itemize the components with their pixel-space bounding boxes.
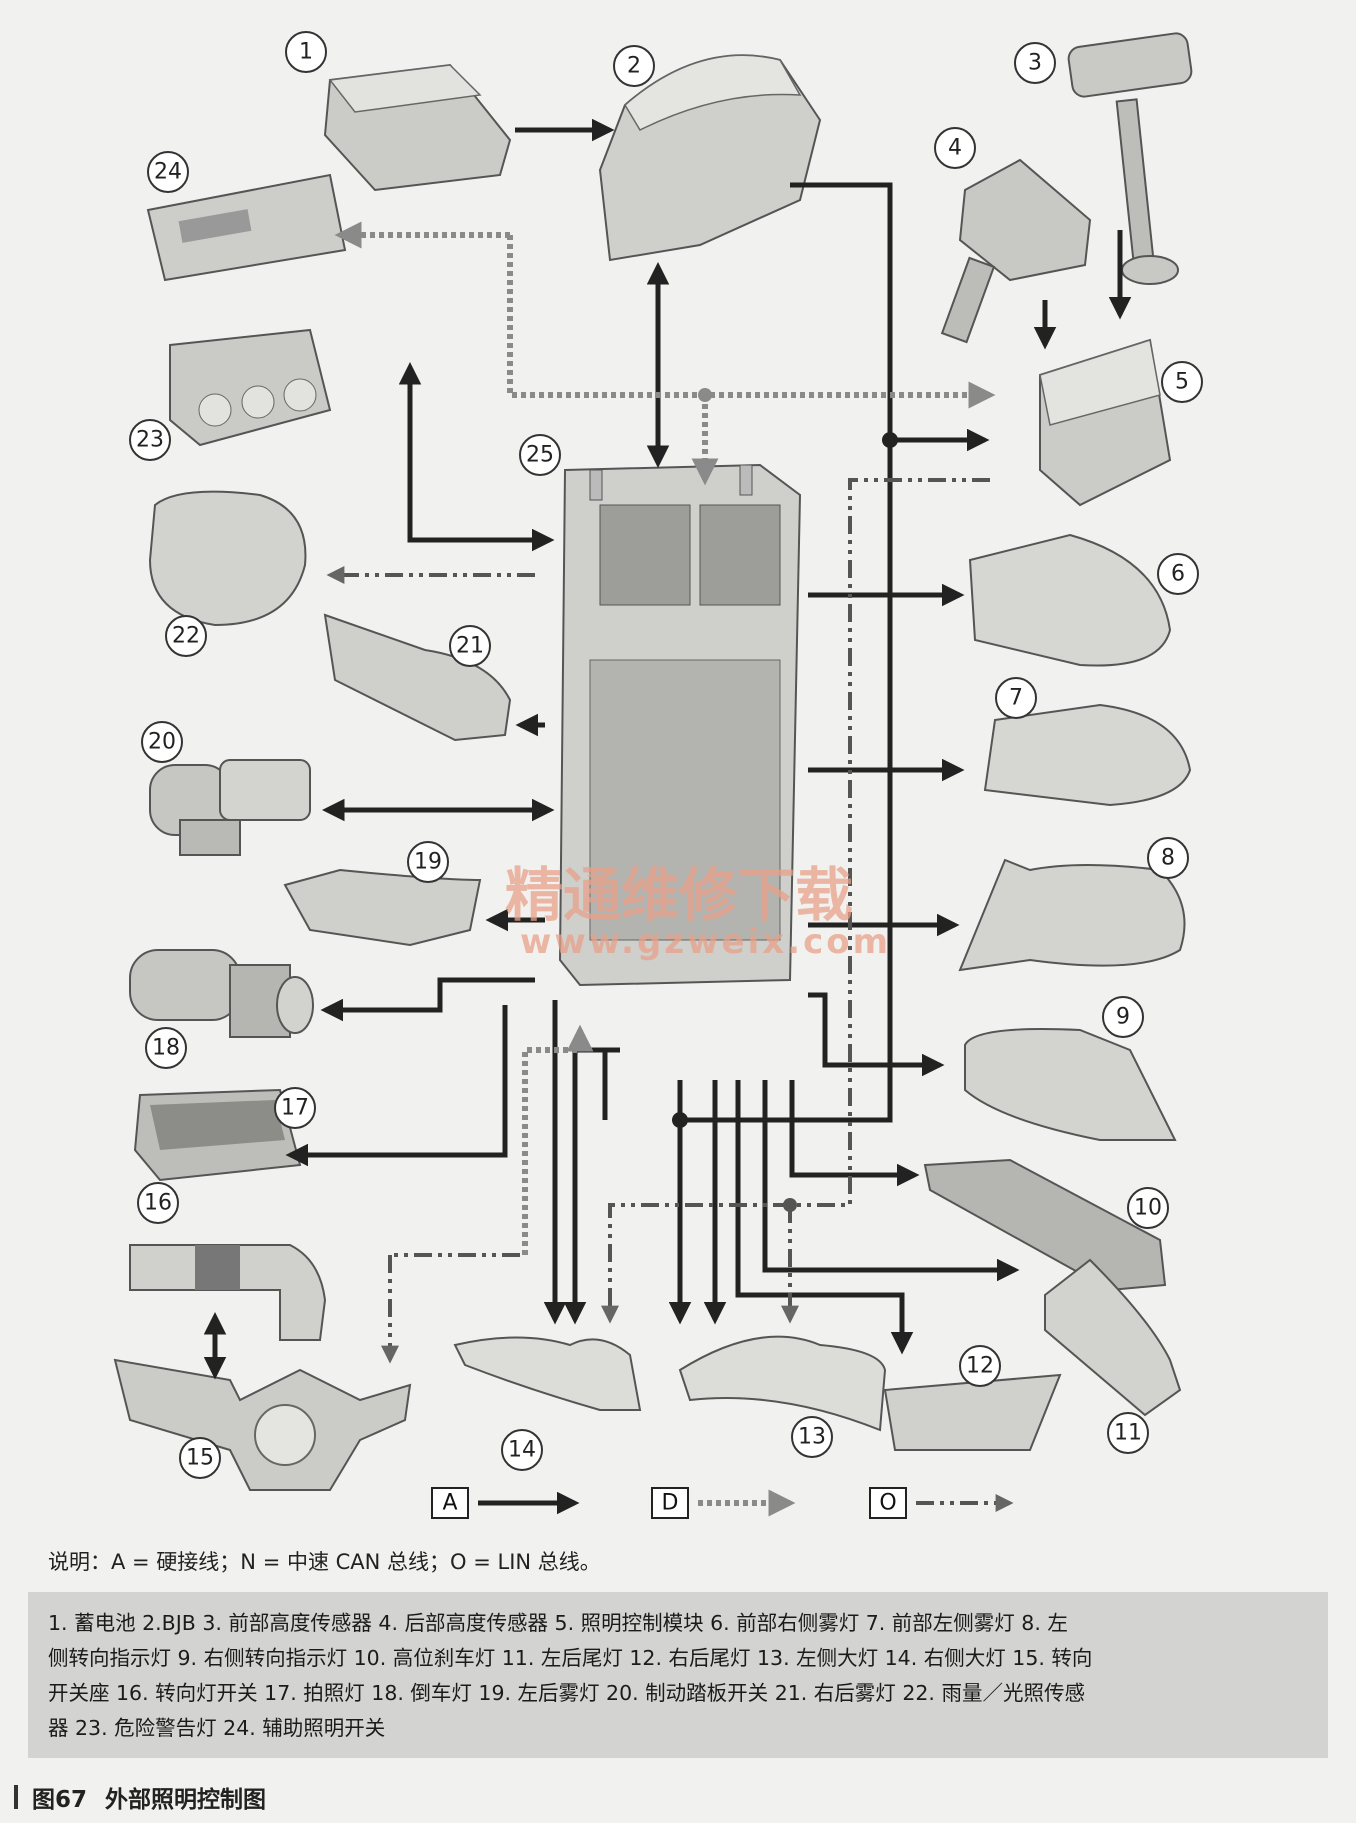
svg-text:24: 24 [154,160,182,185]
caption-line: 开关座 16. 转向灯开关 17. 拍照灯 18. 倒车灯 19. 左后雾灯 2… [48,1681,1085,1705]
callout-23: 23 [129,419,171,461]
right-turn-indicator-part [964,1028,1177,1141]
parts-caption: 1. 蓄电池 2.BJB 3. 前部高度传感器 4. 后部高度传感器 5. 照明… [28,1592,1328,1758]
watermark-url: www.gzweix.com [520,922,891,962]
svg-text:12: 12 [966,1354,994,1379]
svg-text:18: 18 [152,1036,180,1061]
svg-text:A: A [442,1491,457,1516]
figure-number: 图67 [32,1787,88,1813]
figure-title-text: 外部照明控制图 [105,1787,267,1813]
high-mount-brake-light-part [923,1158,1167,1292]
callout-8: 8 [1147,837,1189,879]
callout-2: 2 [613,45,655,87]
svg-text:3: 3 [1028,51,1042,76]
rain-light-sensor-part [148,490,307,627]
svg-text:9: 9 [1116,1005,1130,1030]
callout-22: 22 [165,615,207,657]
callout-3: 3 [1014,42,1056,84]
bjb-part [598,54,822,262]
svg-text:10: 10 [1134,1196,1162,1221]
reversing-light-part [129,949,314,1038]
battery-part [323,63,512,192]
svg-text:1: 1 [299,40,313,65]
brake-pedal-switch-part [149,759,311,856]
front-right-fog-light-part [968,533,1172,667]
svg-text:O: O [879,1491,896,1516]
figure-title: 图67 外部照明控制图 [14,1780,266,1814]
callout-25: 25 [519,434,561,476]
svg-text:22: 22 [172,624,200,649]
callout-7: 7 [995,677,1037,719]
svg-text:8: 8 [1161,846,1175,871]
right-rear-tail-light-part [883,1373,1062,1451]
callout-10: 10 [1127,1187,1169,1229]
left-headlamp-part [678,1335,887,1432]
steering-switch-base-part [113,1358,412,1491]
caption-line: 器 23. 危险警告灯 24. 辅助照明开关 [48,1716,386,1740]
callout-17: 17 [274,1087,316,1129]
left-turn-indicator-part [958,858,1186,972]
callout-15: 15 [179,1437,221,1479]
turn-signal-switch-part [129,1244,327,1341]
svg-text:15: 15 [186,1446,214,1471]
svg-text:5: 5 [1175,370,1189,395]
callout-4: 4 [934,127,976,169]
lin-bus-connections [326,478,990,1364]
can-bus-connections [334,221,996,1255]
body-junction-box-part [558,463,802,987]
legend-can-bus: D [651,1487,796,1519]
svg-text:2: 2 [627,54,641,79]
svg-text:D: D [662,1491,679,1516]
svg-text:6: 6 [1171,562,1185,587]
auxiliary-light-switch-part [146,173,347,282]
title-bar [14,1785,18,1809]
callout-1: 1 [285,31,327,73]
hazard-warning-light-part [169,328,332,447]
callout-11: 11 [1107,1412,1149,1454]
front-height-sensor-part [1067,32,1193,285]
svg-text:7: 7 [1009,686,1023,711]
legend-note: 说明：A = 硬接线；N = 中速 CAN 总线；O = LIN 总线。 [48,1550,601,1574]
caption-line: 侧转向指示灯 9. 右侧转向指示灯 10. 高位刹车灯 11. 左后尾灯 12.… [48,1646,1093,1670]
callout-13: 13 [791,1416,833,1458]
left-rear-fog-light-part [283,868,482,947]
license-plate-light-part [133,1088,302,1182]
svg-text:25: 25 [526,443,554,468]
callout-9: 9 [1102,996,1144,1038]
rear-height-sensor-part [940,158,1092,344]
right-headlamp-part [453,1336,642,1411]
svg-text:11: 11 [1114,1421,1142,1446]
callout-18: 18 [145,1027,187,1069]
callout-12: 12 [959,1345,1001,1387]
svg-text:17: 17 [281,1096,309,1121]
callout-24: 24 [147,151,189,193]
callout-21: 21 [449,625,491,667]
callout-19: 19 [407,841,449,883]
legend-lin-bus: O [869,1487,1014,1519]
callout-16: 16 [137,1182,179,1224]
callout-20: 20 [141,721,183,763]
svg-text:16: 16 [144,1191,172,1216]
right-rear-fog-light-part [323,613,512,742]
svg-text:14: 14 [508,1438,536,1463]
left-rear-tail-light-part [1044,1258,1182,1417]
svg-text:23: 23 [136,428,164,453]
callout-5: 5 [1161,361,1203,403]
svg-text:13: 13 [798,1425,826,1450]
svg-text:4: 4 [948,136,962,161]
lighting-control-module-part [1039,338,1172,507]
svg-text:21: 21 [456,634,484,659]
wiring-diagram: 精通维修下载 www.gzweix.com 1 2 3 4 5 6 7 8 9 … [113,31,1203,1519]
callout-14: 14 [501,1429,543,1471]
hardwire-connections [203,118,1132,1380]
front-left-fog-light-part [983,703,1192,807]
svg-text:19: 19 [414,850,442,875]
watermark-text: 精通维修下载 [505,861,853,929]
legend-hardwire: A [431,1487,580,1519]
svg-text:20: 20 [148,730,176,755]
callout-6: 6 [1157,553,1199,595]
caption-line: 1. 蓄电池 2.BJB 3. 前部高度传感器 4. 后部高度传感器 5. 照明… [48,1611,1068,1635]
